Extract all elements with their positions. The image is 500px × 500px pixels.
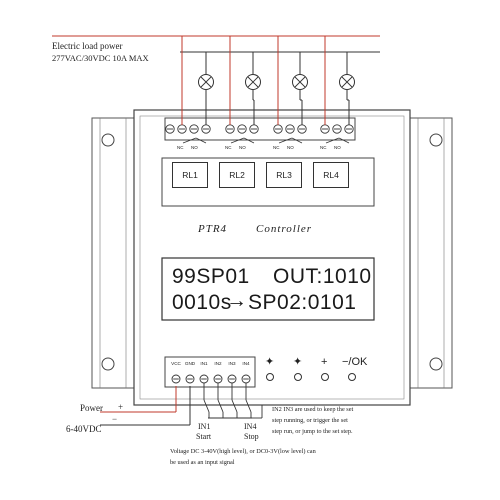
voltage-note-line1: Voltage DC 3-40V(high level), or DC0-3V(… [170,448,316,455]
screw-terminal-icon [189,124,199,134]
relay-terminal-block [164,117,356,141]
plus-button-label: + [321,356,328,368]
power-plus: + [118,402,124,412]
relay-label: RL1 [182,170,198,180]
input-terminal-label: IN2 [214,361,222,366]
load-power-spec: 277VAC/30VDC 10A MAX [52,53,149,63]
input-terminal-label: GND [184,361,196,366]
relay-box: RL1 [172,162,208,188]
start-label: Start [196,432,212,441]
stop-label: Stop [244,432,259,441]
left-mounting-flange [91,117,135,389]
input-terminal-label: IN4 [242,361,250,366]
terminal-no-label: NO [239,145,246,150]
sparkle-icon: ✦ [265,356,275,368]
model-label: PTR4 [198,223,228,235]
terminal-nc-label: NC [273,145,280,150]
mount-hole-icon [429,357,443,371]
screw-terminal-icon [165,124,175,134]
terminal-nc-label: NC [177,145,184,150]
terminal-no-label: NO [191,145,198,150]
screw-terminal-icon [237,124,247,134]
keypad-button[interactable] [294,373,302,381]
note-line3: step run, or jump to the set step. [272,428,353,435]
input-terminal-icon [185,374,195,384]
terminal-no-label: NO [287,145,294,150]
lcd-arrow-icon: → [226,289,248,312]
input-terminal-block [164,356,256,388]
controller-label: Controller [256,223,313,235]
power-minus: − [112,414,118,424]
input-terminal-label: IN3 [228,361,236,366]
mount-hole-icon [101,133,115,147]
minus-ok-button-label: −/OK [342,356,368,368]
in1-label: IN1 [198,422,211,431]
keypad-button[interactable] [348,373,356,381]
note-line1: IN2 IN3 are used to keep the set [272,406,354,413]
sparkle-icon: ✦ [293,356,303,368]
input-terminal-label: IN1 [200,361,208,366]
note-line2: step running, or trigger the set [272,417,348,424]
relay-panel [161,157,375,207]
lcd-line2-right: SP02:0101 [248,291,357,314]
screw-terminal-icon [285,124,295,134]
power-range: 6-40VDC [66,424,102,434]
in4-label: IN4 [244,422,257,431]
lcd-line1-right: OUT:1010 [273,265,372,288]
lcd-frame [161,257,375,321]
keypad-button[interactable] [321,373,329,381]
terminal-no-label: NO [334,145,341,150]
lcd-line1-left: 99SP01 [172,265,250,288]
keypad-button[interactable] [266,373,274,381]
relay-box: RL4 [313,162,349,188]
input-terminal-icon [171,374,181,384]
mount-hole-icon [101,357,115,371]
relay-box: RL2 [219,162,255,188]
screw-terminal-icon [332,124,342,134]
load-power-label: Electric load power [52,41,123,51]
input-terminal-label: VCC [171,361,181,366]
terminal-nc-label: NC [225,145,232,150]
voltage-note-line2: be used as an input signal [170,459,235,466]
relay-label: RL2 [229,170,245,180]
terminal-nc-label: NC [320,145,327,150]
mount-hole-icon [429,133,443,147]
lcd-line2-left: 0010s [172,291,232,314]
controller-body [133,109,411,406]
power-label: Power [80,403,103,413]
relay-label: RL3 [276,170,292,180]
right-mounting-flange [409,117,453,389]
relay-label: RL4 [323,170,339,180]
relay-box: RL3 [266,162,302,188]
